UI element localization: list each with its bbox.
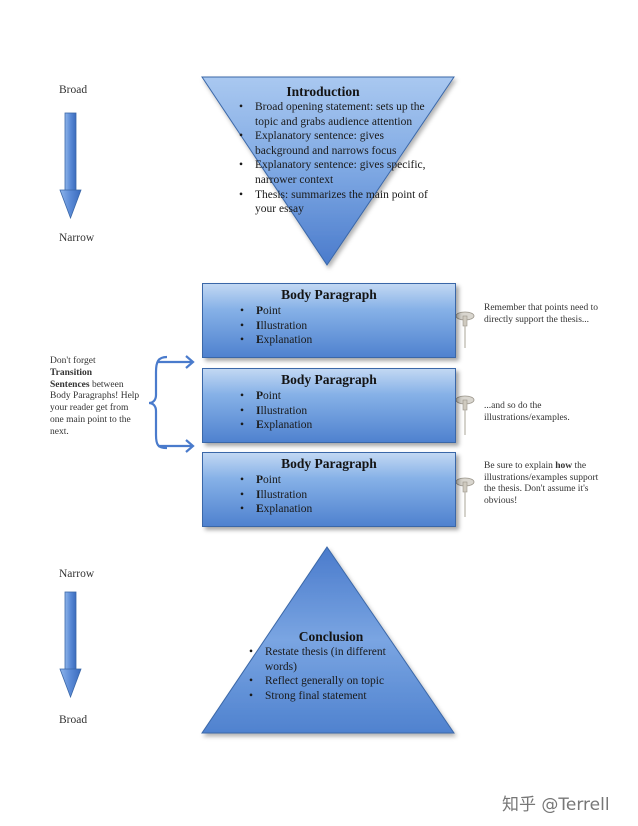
conclusion-bullet: Reflect generally on topic bbox=[246, 674, 418, 689]
narrow-label: Narrow bbox=[59, 568, 95, 580]
explanation-item: Explanation bbox=[237, 418, 455, 433]
conclusion-bullet: Restate thesis (in different words) bbox=[246, 645, 418, 674]
broad-label: Broad bbox=[59, 84, 88, 96]
conclusion-bullet-list: Restate thesis (in different words) Refl… bbox=[246, 645, 418, 703]
transition-note: Don't forget Transition Sentences betwee… bbox=[50, 356, 140, 437]
illustration-item: Illustration bbox=[237, 404, 455, 419]
watermark: 知乎 @Terrell bbox=[502, 795, 610, 815]
intro-bullet: Explanatory sentence: gives background a… bbox=[236, 129, 432, 158]
note-points-support-thesis: Remember that points need to directly su… bbox=[484, 303, 598, 325]
body-paragraph-title: Body Paragraph bbox=[281, 287, 377, 302]
broadening-arrow bbox=[59, 591, 82, 699]
pushpin-icon bbox=[455, 477, 475, 517]
point-item: Point bbox=[237, 389, 455, 404]
transition-bracket bbox=[148, 355, 195, 453]
illustration-item: Illustration bbox=[237, 488, 455, 503]
body-paragraph-box-3: Body Paragraph Point Illustration Explan… bbox=[202, 452, 456, 527]
intro-bullet: Broad opening statement: sets up the top… bbox=[236, 100, 432, 129]
conclusion-title: Conclusion bbox=[298, 629, 364, 644]
narrow-label: Narrow bbox=[59, 232, 95, 244]
intro-bullet: Explanatory sentence: gives specific, na… bbox=[236, 158, 432, 187]
body-paragraph-title: Body Paragraph bbox=[281, 372, 377, 387]
conclusion-bullet: Strong final statement bbox=[246, 689, 418, 704]
intro-bullet-list: Broad opening statement: sets up the top… bbox=[236, 100, 432, 217]
broad-label: Broad bbox=[59, 714, 88, 726]
point-item: Point bbox=[237, 304, 455, 319]
pushpin-icon bbox=[455, 311, 475, 348]
explanation-item: Explanation bbox=[237, 502, 455, 517]
explanation-item: Explanation bbox=[237, 333, 455, 348]
body-paragraph-box-2: Body Paragraph Point Illustration Explan… bbox=[202, 368, 456, 443]
narrowing-arrow bbox=[59, 112, 82, 220]
note-explain-how: Be sure to explain how the illustrations… bbox=[484, 461, 599, 506]
body-paragraph-box-1: Body Paragraph Point Illustration Explan… bbox=[202, 283, 456, 358]
pushpin-icon bbox=[455, 395, 475, 435]
illustration-item: Illustration bbox=[237, 319, 455, 334]
point-item: Point bbox=[237, 473, 455, 488]
body-paragraph-title: Body Paragraph bbox=[281, 456, 377, 471]
note-illustrations: ...and so do the illustrations/examples. bbox=[484, 401, 570, 423]
intro-bullet: Thesis: summarizes the main point of you… bbox=[236, 188, 432, 217]
intro-title: Introduction bbox=[286, 84, 360, 99]
